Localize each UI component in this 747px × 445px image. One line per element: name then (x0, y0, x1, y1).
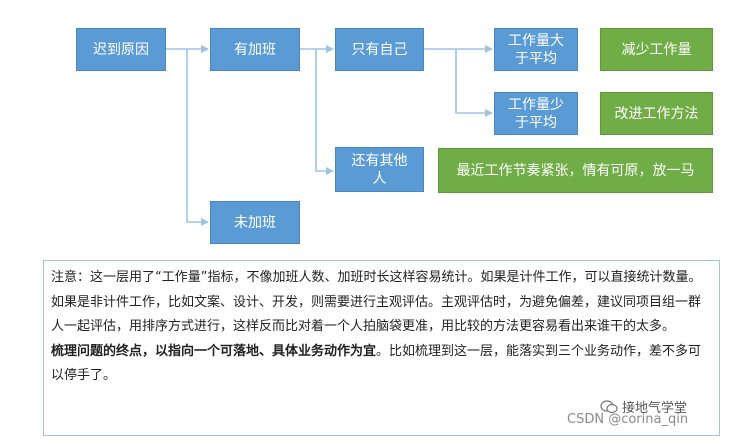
note-paragraph-2: 梳理问题的终点，以指向一个可落地、具体业务动作为宜。比如梳理到这一层，能落实到三… (51, 340, 711, 389)
node-overtime-label: 有加班 (234, 41, 276, 58)
node-reduce-workload: 减少工作量 (600, 28, 713, 71)
node-workload-low-label: 工作量少 于平均 (508, 96, 564, 131)
node-no-overtime-label: 未加班 (234, 214, 276, 231)
edge-overtime-others (315, 49, 334, 175)
note-paragraph-1: 注意：这一层用了“工作量”指标，不像加班人数、加班时长这样容易统计。如果是计件工… (51, 270, 702, 334)
node-others: 还有其他 人 (335, 147, 424, 192)
node-recent-busy-label: 最近工作节奏紧张，情有可原，放一马 (456, 162, 695, 179)
node-workload-high: 工作量大 于平均 (494, 28, 578, 71)
node-recent-busy: 最近工作节奏紧张，情有可原，放一马 (438, 148, 713, 193)
node-workload-high-label: 工作量大 于平均 (508, 32, 564, 67)
note-conclusion-bold: 梳理问题的终点，以指向一个可落地、具体业务动作为宜 (51, 343, 377, 359)
wechat-account-name: 接地气学堂 (622, 401, 688, 416)
node-improve-method: 改进工作方法 (600, 92, 713, 135)
wechat-watermark: 接地气学堂 (600, 397, 687, 416)
node-only-self-label: 只有自己 (351, 41, 408, 58)
note-conclusion-rest: 。比如梳理到这一层，能落实到三个业务动作，差不多可以停手了。 (51, 343, 702, 384)
node-only-self: 只有自己 (335, 28, 424, 71)
edge-root-no-overtime (186, 49, 209, 226)
connectors (166, 45, 493, 226)
node-improve-method-label: 改进工作方法 (614, 105, 699, 122)
node-reduce-workload-label: 减少工作量 (621, 41, 692, 58)
node-others-label: 还有其他 人 (351, 152, 408, 187)
wechat-icon (600, 399, 618, 413)
node-overtime: 有加班 (210, 28, 300, 71)
node-late-reason-label: 迟到原因 (93, 41, 149, 58)
csdn-watermark: CSDN @corina_qin (567, 412, 689, 427)
node-workload-low: 工作量少 于平均 (494, 92, 578, 135)
edge-self-low (455, 49, 493, 117)
node-late-reason: 迟到原因 (76, 28, 166, 71)
node-no-overtime: 未加班 (210, 201, 300, 244)
